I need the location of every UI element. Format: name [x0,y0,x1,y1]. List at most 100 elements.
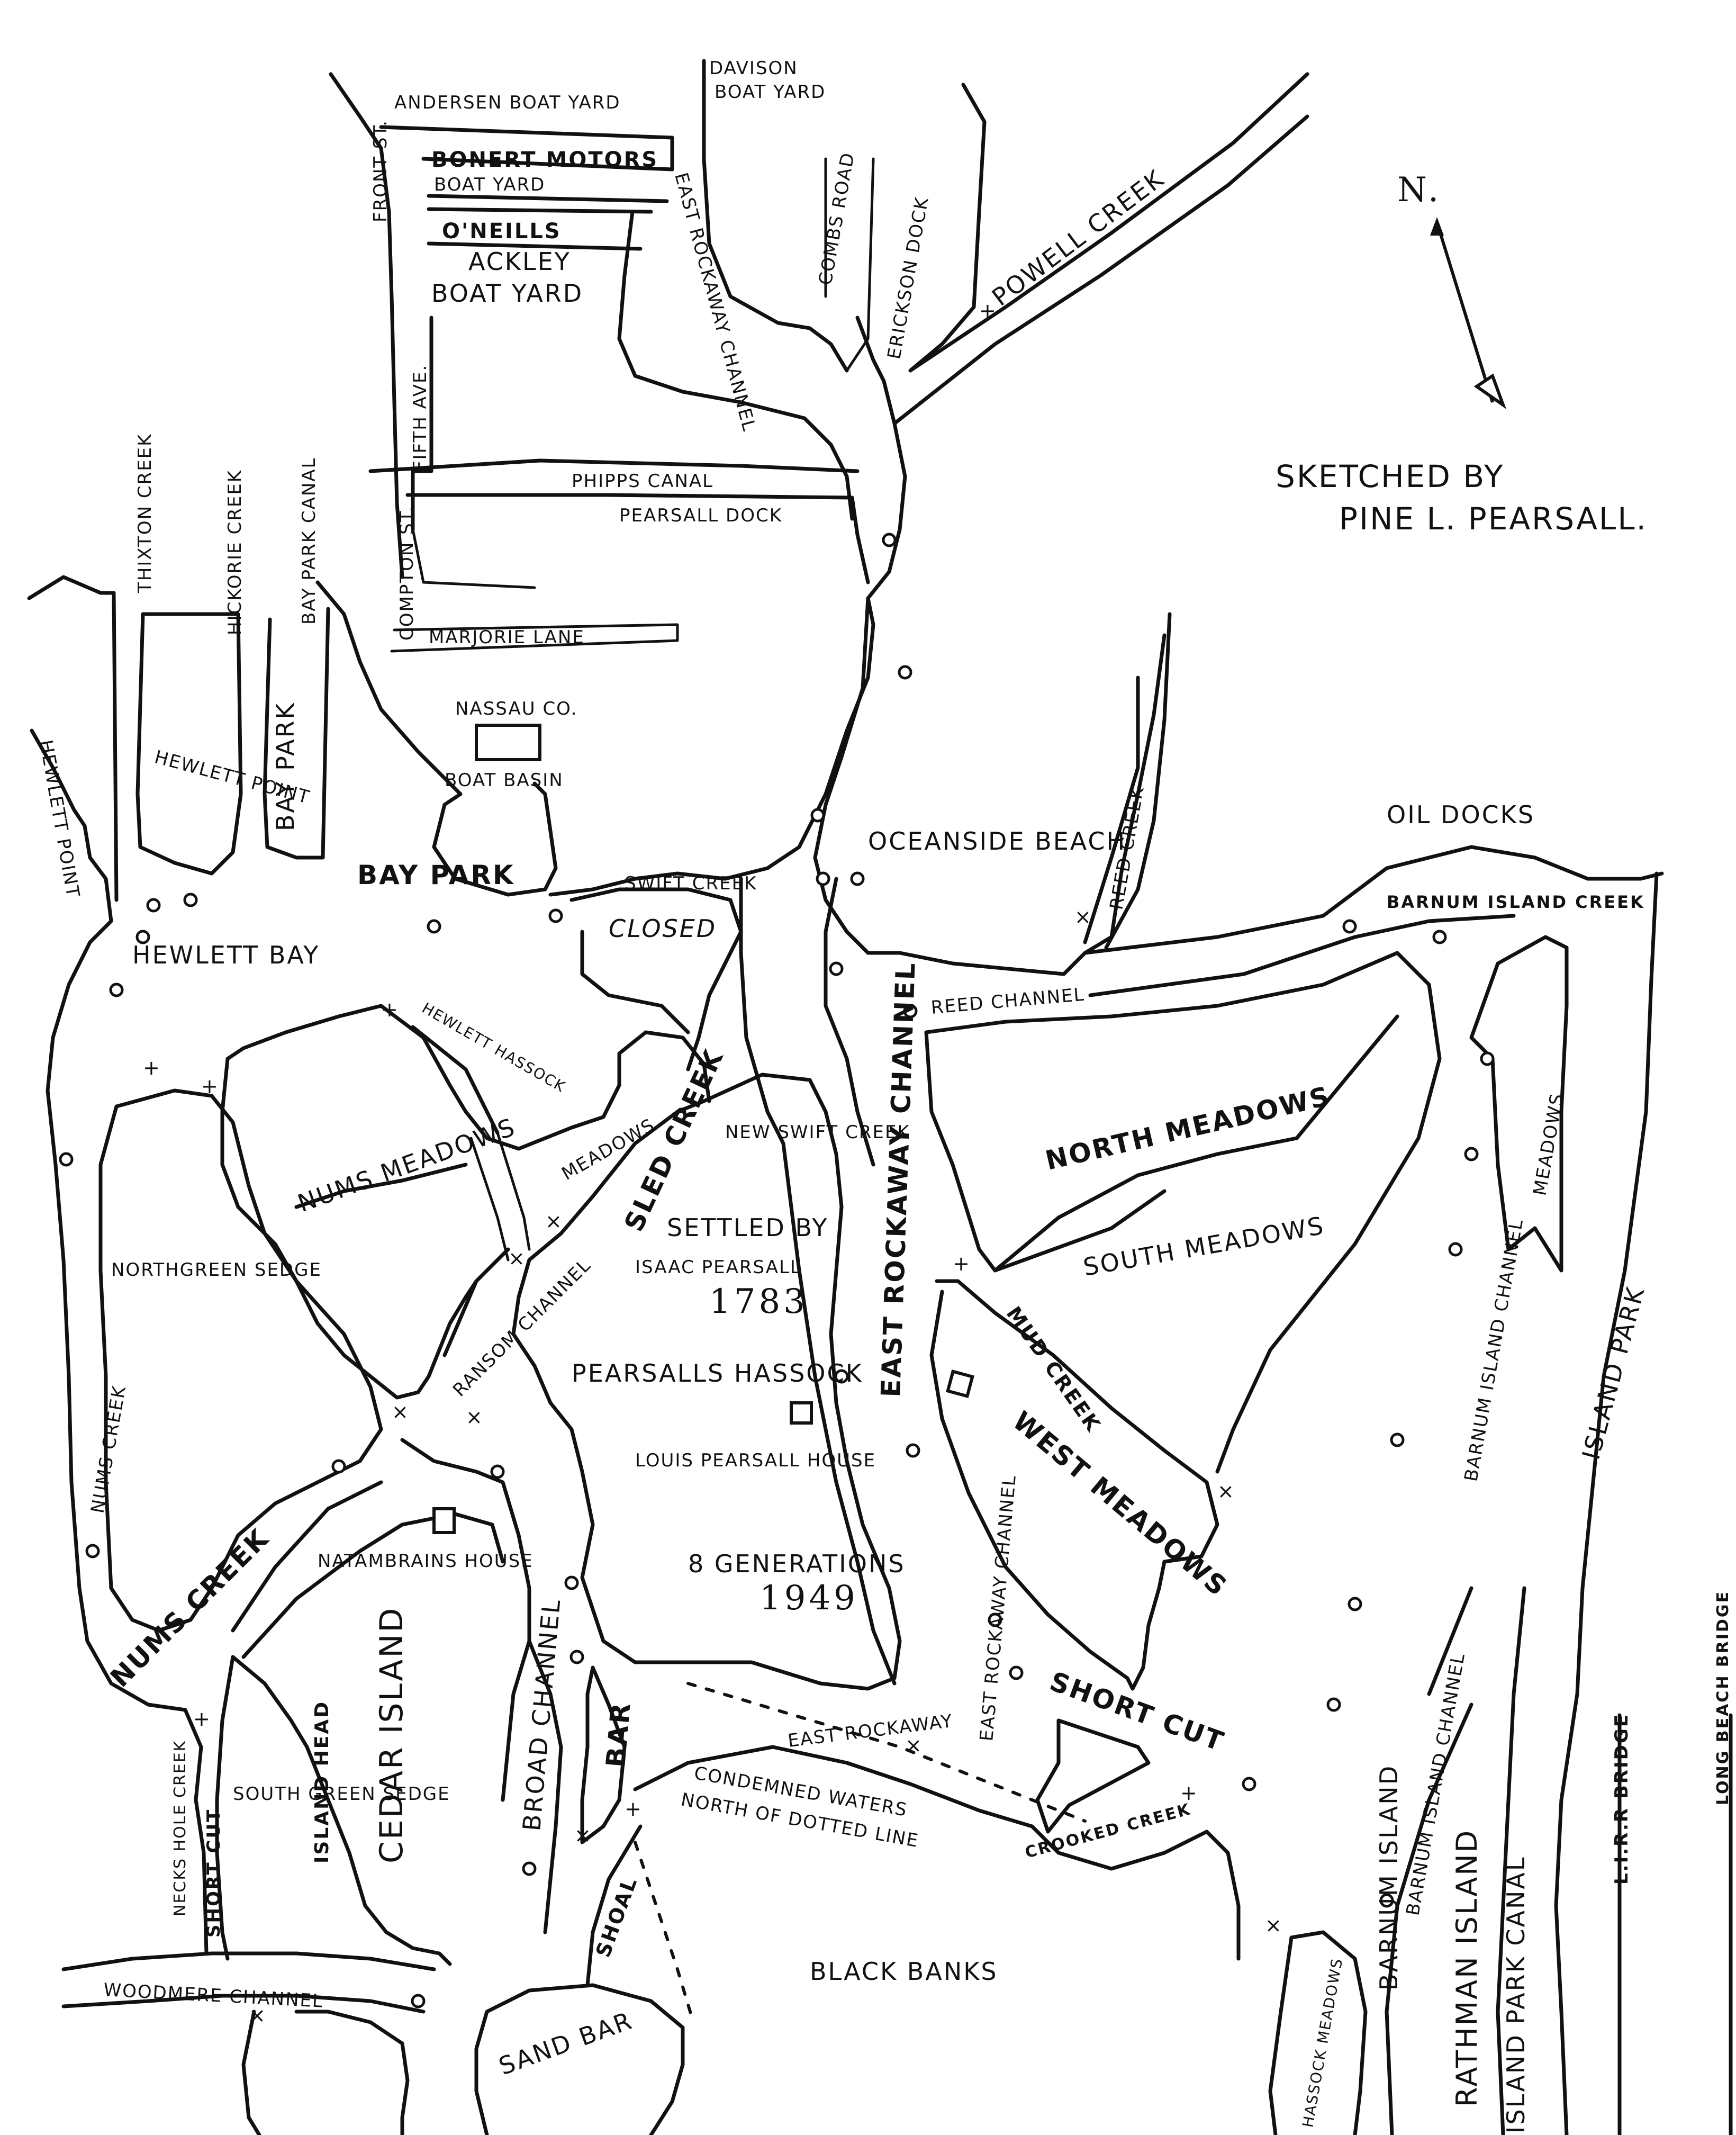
label-island-head: ISLAND HEAD [311,1700,333,1863]
label-rathman-island: RATHMAN ISLAND [1450,1829,1484,2107]
buoy-marker [427,919,441,934]
label-nums-meadows: NUMS MEADOWS [294,1112,519,1218]
label-new-swift-creek: NEW SWIFT CREEK [725,1122,910,1143]
label-eight-generations: 8 GENERATIONS [688,1550,906,1578]
label-compton-st: COMPTON ST. [396,506,418,641]
x-marker: × [1217,1480,1234,1503]
label-barnum-island-channel: BARNUM ISLAND CHANNEL [1460,1217,1527,1483]
x-marker: × [1265,1914,1282,1937]
plus-marker: + [193,1707,210,1731]
louis-pearsall-house-icon [790,1401,813,1425]
label-front-st: FRONT ST. [370,120,391,222]
label-davison-boat-yard: BOAT YARD [715,82,826,103]
buoy-marker [1432,930,1447,944]
label-east-rockaway: EAST ROCKAWAY [786,1710,954,1752]
label-bay-park-canal: BAY PARK CANAL [299,457,320,625]
label-west-meadows: WEST MEADOWS [1007,1406,1233,1603]
label-oneills: O'NEILLS [442,219,562,244]
buoy-marker [569,1650,584,1664]
x-marker: × [249,2004,266,2027]
buoy-marker [906,1443,920,1458]
label-lirr-bridge: L.I.R.R BRIDGE [1611,1713,1632,1885]
buoy-marker [1390,1433,1405,1447]
x-marker: × [574,1824,591,1847]
label-barnum-island: BARNUM ISLAND [1375,1764,1403,1990]
buoy-marker [1448,1242,1463,1257]
label-sand-bar: SAND BAR [495,2006,636,2080]
label-bay-park-vertical: BAY PARK [271,701,300,831]
label-barnum-island-creek: BARNUM ISLAND CREEK [1387,892,1645,912]
label-reed-channel: REED CHANNEL [930,984,1086,1019]
buoy-markers [59,533,1495,2008]
shorelines [27,59,1733,2135]
label-island-park: ISLAND PARK [1576,1283,1650,1463]
label-oceanside: OCEANSIDE BEACH [868,827,1126,855]
north-arrow-label: N. [1397,170,1442,210]
label-boat-basin: BOAT BASIN [445,770,564,791]
credit-line-1: SKETCHED BY [1276,458,1504,494]
label-nums-creek: NUMS CREEK [87,1384,130,1515]
buoy-marker [109,983,124,997]
label-fifth-ave: FIFTH AVE. [410,364,431,471]
buoy-marker [411,1994,426,2008]
buoy-marker [829,961,844,976]
label-andersen-boat-yard: ANDERSEN BOAT YARD [394,92,621,113]
label-oil-docks: OIL DOCKS [1387,800,1535,829]
label-swift-creek: SWIFT CREEK [625,873,757,894]
plus-marker: + [143,1056,160,1079]
buoy-marker [810,808,825,823]
plus-marker: + [201,1075,218,1098]
label-hewlett-bay-park: HEWLETT POINT [35,738,84,900]
label-south-green-sedge: SOUTH GREEN SEDGE [233,1783,450,1805]
x-marker: × [905,1734,922,1757]
buoy-marker [1379,1893,1394,1908]
label-pearsall-dock: PEARSALL DOCK [619,505,782,526]
label-nassau-co: NASSAU CO. [455,698,577,719]
label-ackley-boat-yard: BOAT YARD [431,279,583,308]
north-arrow: N. [1397,170,1507,409]
x-marker: × [508,1247,525,1270]
plus-marker: + [953,1252,970,1275]
buoy-marker [1342,919,1357,934]
buoy-marker [898,665,912,680]
buoy-marker [146,898,161,913]
label-cedar-island: CEDAR ISLAND [373,1607,410,1863]
credit-line-2: PINE L. PEARSALL. [1339,501,1648,537]
label-bar: BAR [600,1700,637,1769]
label-island-park-canal: ISLAND PARK CANAL [1502,1856,1530,2133]
buoy-marker [490,1464,505,1479]
buoy-marker [1348,1597,1362,1611]
buoy-marker [1464,1147,1479,1161]
label-east-rockaway-channel-lower: EAST ROCKAWAY CHANNEL [976,1474,1020,1742]
x-marker: × [466,1406,483,1429]
label-natambrains-house: NATAMBRAINS HOUSE [318,1551,534,1572]
label-erickson-dock: ERICKSON DOCK [883,195,933,361]
label-east-rockaway-channel-mid: EAST ROCKAWAY CHANNEL [875,961,921,1398]
buoy-marker [903,1004,918,1019]
label-phipps-canal: PHIPPS CANAL [572,471,713,492]
label-bonert-motors: BONERT MOTORS [431,148,658,172]
x-marker: × [545,1210,562,1233]
buoy-marker [1242,1777,1256,1791]
label-louis-pearsall-house: LOUIS PEARSALL HOUSE [635,1450,876,1471]
buoy-marker [1326,1697,1341,1712]
plus-marker: + [625,1797,641,1821]
label-closed: CLOSED [609,914,717,943]
boat-basin-building-icon [475,724,541,761]
buoy-marker [834,1369,849,1384]
house-icon [946,1370,974,1398]
label-woodmere-channel: WOODMERE CHANNEL [103,1979,324,2012]
buoy-marker [331,1459,346,1474]
label-settled-by: SETTLED BY [667,1213,829,1242]
label-combs-road: COMBS ROAD [815,150,859,286]
buoy-marker [135,930,150,944]
natambrains-house-icon [432,1507,456,1534]
label-hewlett-bay: HEWLETT BAY [132,941,320,969]
condemned-waters-line [686,1682,1087,1823]
label-thixton-creek: THIXTON CREEK [134,434,156,593]
label-year-1949: 1949 [760,1579,858,1618]
buoy-marker [850,871,865,886]
buoy-marker [548,908,563,923]
x-marker: × [1074,905,1091,929]
